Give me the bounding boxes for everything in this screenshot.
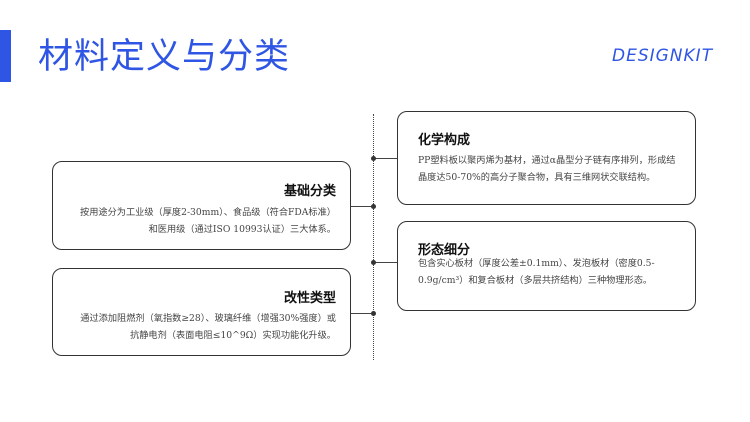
card-title: 基础分类 [283, 184, 336, 199]
connector-dot-morphology [371, 260, 376, 265]
connector-dot-modified [371, 311, 376, 316]
card-description: 按用途分为工业级（厚度2-30mm）、食品级（符合FDA标准）和医用级（通过IS… [80, 207, 336, 235]
card-title: 改性类型 [283, 291, 336, 306]
connector-dot-basic [371, 204, 376, 209]
center-divider [373, 114, 374, 360]
page-title: 材料定义与分类 [38, 37, 291, 77]
brand-logo-text: DESIGNKIT [612, 46, 714, 66]
card-basic-classification: 基础分类 按用途分为工业级（厚度2-30mm）、食品级（符合FDA标准）和医用级… [52, 161, 351, 250]
connector-chemical [373, 158, 398, 159]
card-form-subdivision: 形态细分 包含实心板材（厚度公差±0.1mm）、发泡板材（密度0.5-0.9g/… [397, 221, 696, 311]
card-title: 化学构成 [418, 133, 471, 148]
card-description: 包含实心板材（厚度公差±0.1mm）、发泡板材（密度0.5-0.9g/cm³）和… [418, 258, 655, 286]
card-chemical-composition: 化学构成 PP塑料板以聚丙烯为基材，通过α晶型分子链有序排列，形成结晶度达50-… [397, 111, 696, 205]
card-title: 形态细分 [418, 243, 471, 258]
accent-bar [0, 30, 11, 82]
connector-dot-chemical [371, 156, 376, 161]
card-description: PP塑料板以聚丙烯为基材，通过α晶型分子链有序排列，形成结晶度达50-70%的高… [418, 155, 676, 183]
connector-morphology [373, 262, 398, 263]
card-description: 通过添加阻燃剂（氧指数≥28）、玻璃纤维（增强30%强度）或抗静电剂（表面电阻≤… [80, 313, 336, 341]
card-modification-types: 改性类型 通过添加阻燃剂（氧指数≥28）、玻璃纤维（增强30%强度）或抗静电剂（… [52, 268, 351, 356]
connector-basic [350, 206, 375, 207]
connector-modified [350, 313, 375, 314]
